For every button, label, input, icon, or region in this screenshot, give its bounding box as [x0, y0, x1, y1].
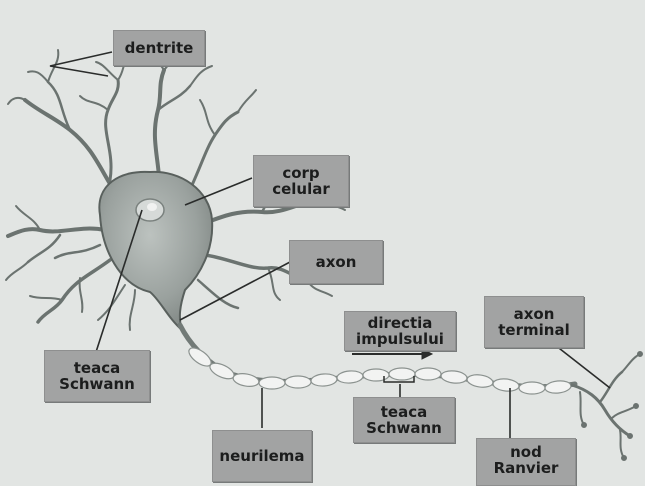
label-dendrite-line1: dentrite [118, 40, 200, 56]
cell-body [99, 172, 212, 330]
label-node-line2: Ranvier [481, 460, 571, 476]
label-neurilemma-line1: neurilema [217, 448, 307, 464]
label-impulse-line2: impulsului [349, 331, 451, 347]
label-neurilemma: neurilema [212, 430, 312, 482]
label-schwann-left: teaca Schwann [44, 350, 150, 402]
label-axon-terminal-line2: terminal [489, 322, 579, 338]
label-dendrite: dentrite [113, 30, 205, 66]
label-axon: axon [289, 240, 383, 284]
label-node-line1: nod [481, 444, 571, 460]
label-schwann-center-line1: teaca [358, 404, 450, 420]
label-cell-body-line1: corp [258, 165, 344, 181]
label-cell-body: corp celular [253, 155, 349, 207]
label-impulse-line1: directia [349, 315, 451, 331]
label-axon-terminal: axon terminal [484, 296, 584, 348]
label-node-ranvier: nod Ranvier [476, 438, 576, 486]
label-impulse-direction: directia impulsului [344, 311, 456, 351]
label-cell-body-line2: celular [258, 181, 344, 197]
axon-terminal-branches [572, 352, 643, 461]
label-schwann-center: teaca Schwann [353, 397, 455, 443]
label-schwann-center-line2: Schwann [358, 420, 450, 436]
label-axon-line1: axon [294, 254, 378, 270]
label-schwann-left-line2: Schwann [49, 376, 145, 392]
label-schwann-left-line1: teaca [49, 360, 145, 376]
label-axon-terminal-line1: axon [489, 306, 579, 322]
myelin-sheath [186, 345, 572, 395]
